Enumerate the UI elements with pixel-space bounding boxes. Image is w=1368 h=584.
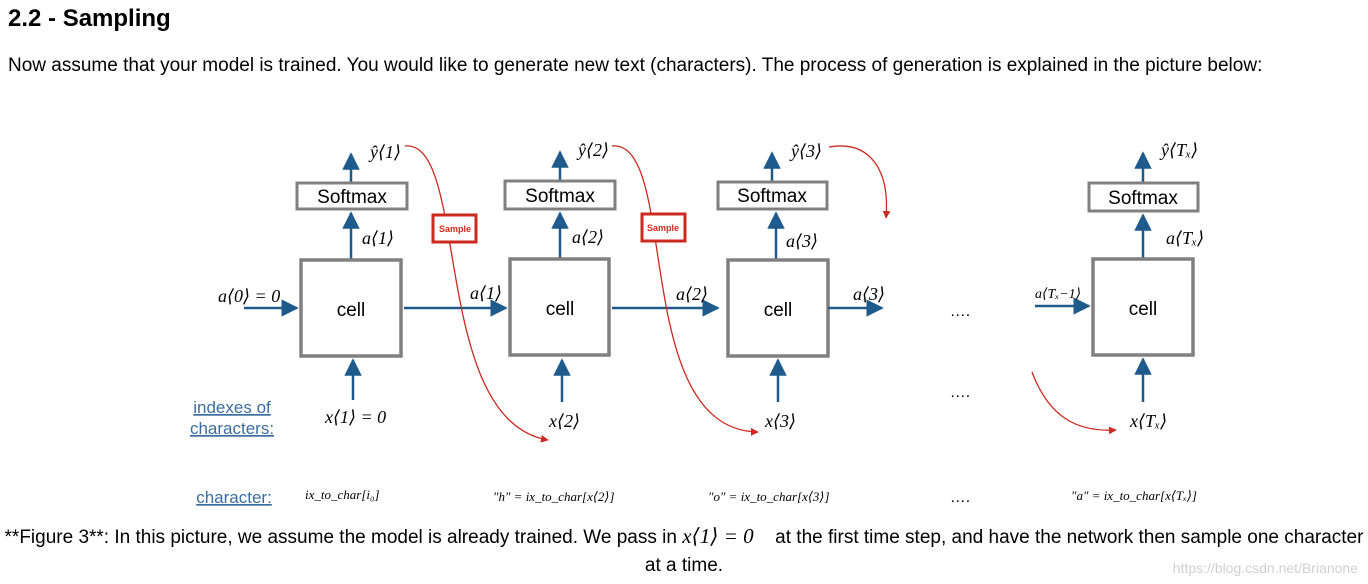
sample-label: Sample [439, 224, 471, 234]
softmax-box [1087, 181, 1200, 213]
input-label: x⟨2⟩ [548, 411, 580, 431]
character-label: character: [196, 488, 272, 507]
softmax-label: Softmax [1108, 188, 1178, 209]
watermark: https://blog.csdn.net/Brianone [1172, 560, 1358, 576]
softmax-label: Softmax [737, 186, 807, 207]
section-title: 2.2 - Sampling [8, 5, 171, 32]
character-expr-tx: "a" = ix_to_char[x⟨Tₓ⟩] [1071, 488, 1197, 503]
activation-out-label: a⟨3⟩ [853, 284, 885, 304]
ellipsis-inputs: …. [950, 384, 970, 401]
step-1: ŷ⟨1⟩ Softmax a⟨1⟩ cell a⟨0⟩ = 0⃗ x⟨1⟩ = … [218, 142, 409, 427]
indexes-label-line2: characters: [190, 419, 274, 438]
sample-label: Sample [647, 223, 679, 233]
rnn-cell [726, 258, 830, 358]
sample-box [640, 212, 687, 243]
caption-math: x⟨1⟩ = 0⃗ [682, 524, 770, 548]
y-hat-label: ŷ⟨1⟩ [368, 142, 401, 162]
activation-in-label: a⟨0⟩ = 0⃗ [218, 286, 294, 306]
character-expr-1: ix_to_char[i₀] [305, 487, 380, 502]
indexes-label-line1: indexes of [193, 398, 271, 417]
rnn-cell [508, 257, 611, 357]
sample-arrow-1 [404, 145, 549, 443]
softmax-box [503, 179, 617, 211]
caption-suffix: at the first time step, and have the net… [644, 527, 1364, 576]
y-hat-label: ŷ⟨2⟩ [576, 140, 609, 160]
activation-up-label: a⟨3⟩ [786, 231, 818, 251]
sample-arrow-last [1031, 371, 1117, 435]
step-3: ŷ⟨3⟩ Softmax a⟨3⟩ cell x⟨3⟩ a⟨3⟩ [716, 141, 885, 431]
input-label: x⟨3⟩ [764, 411, 796, 431]
activation-label-2: a⟨2⟩ [676, 284, 708, 304]
activation-up-label: a⟨2⟩ [572, 227, 604, 247]
step-2: ŷ⟨2⟩ Softmax a⟨2⟩ cell x⟨2⟩ [503, 140, 617, 431]
rnn-cell [299, 258, 403, 358]
step-tx: ŷ⟨Tₓ⟩ Softmax a⟨Tₓ⟩ cell a⟨Tₓ−1⟩ x⟨Tₓ⟩ [1035, 140, 1204, 431]
cell-label: cell [1129, 299, 1158, 320]
sample-arrow-3 [828, 145, 891, 219]
y-hat-label: ŷ⟨Tₓ⟩ [1159, 140, 1198, 160]
softmax-label: Softmax [317, 187, 387, 208]
intro-paragraph: Now assume that your model is trained. Y… [8, 55, 1263, 76]
character-expr-3: "o" = ix_to_char[x⟨3⟩] [708, 489, 830, 504]
sampling-diagram: ŷ⟨1⟩ Softmax a⟨1⟩ cell a⟨0⟩ = 0⃗ x⟨1⟩ = … [190, 140, 1204, 507]
softmax-box [716, 180, 829, 211]
cell-label: cell [764, 300, 793, 321]
ellipsis-cells: …. [950, 303, 970, 320]
activation-up-label: a⟨Tₓ⟩ [1166, 228, 1204, 248]
cell-label: cell [546, 299, 575, 320]
softmax-box [295, 181, 409, 211]
activation-in-label: a⟨Tₓ−1⟩ [1035, 287, 1081, 302]
activation-label-1: a⟨1⟩ [470, 283, 502, 303]
y-hat-label: ŷ⟨3⟩ [789, 141, 822, 161]
activation-up-label: a⟨1⟩ [362, 228, 394, 248]
sample-arrow-2 [611, 145, 759, 436]
cell-label: cell [337, 300, 366, 321]
input-label: x⟨Tₓ⟩ [1129, 411, 1167, 431]
caption-prefix: **Figure 3**: In this picture, we assume… [4, 527, 683, 548]
sample-box [431, 213, 478, 244]
character-expr-2: "h" = ix_to_char[x⟨2⟩] [493, 489, 615, 504]
ellipsis-characters: …. [950, 489, 970, 506]
softmax-label: Softmax [525, 186, 595, 207]
rnn-cell [1091, 257, 1195, 357]
input-label: x⟨1⟩ = 0⃗ [324, 407, 400, 427]
figure-caption: **Figure 3**: In this picture, we assume… [0, 522, 1368, 580]
